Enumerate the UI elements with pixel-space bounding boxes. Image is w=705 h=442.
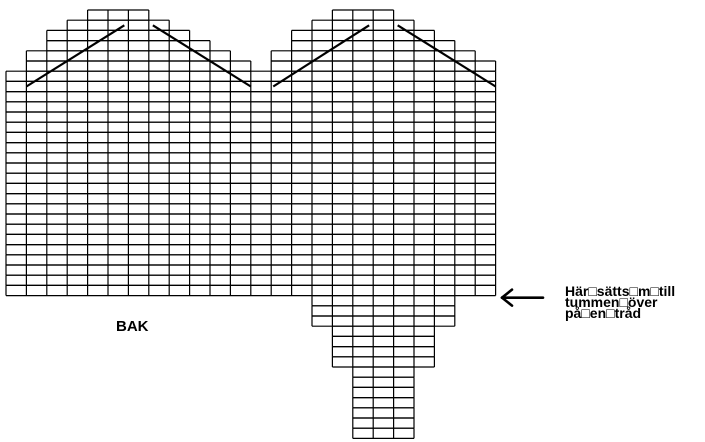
- note-line-1: Här□sätts□m□till: [565, 283, 676, 299]
- back-label: BAK: [116, 318, 149, 335]
- note-line-2: tummen□över: [565, 294, 658, 310]
- decrease-line-left-1: [25, 24, 125, 88]
- decrease-line-right-2: [397, 24, 497, 88]
- decrease-line-right-1: [152, 24, 252, 88]
- decrease-line-left-2: [272, 24, 370, 88]
- note-line-3: på□en□tråd: [565, 305, 642, 321]
- thumb-note: Här□sätts□m□till tummen□över på□en□tråd: [565, 283, 705, 321]
- arrow-left-icon: [500, 288, 545, 307]
